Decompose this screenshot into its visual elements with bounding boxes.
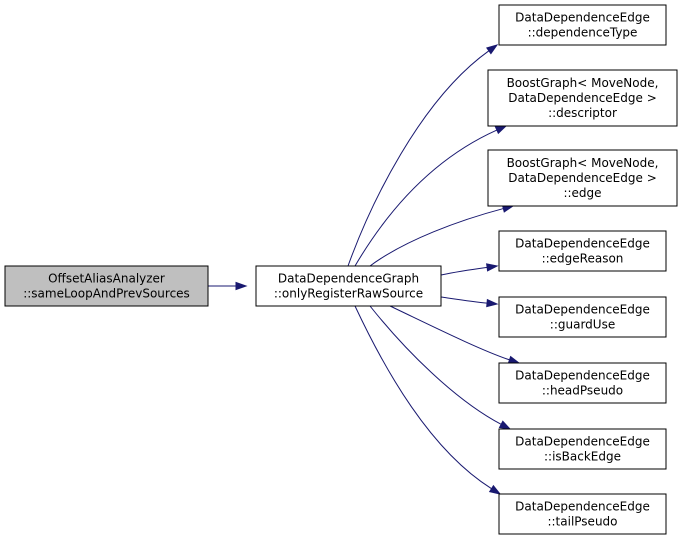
node-label-line: DataDependenceEdge [515,237,650,251]
node-label-line: ::isBackEdge [544,450,621,464]
edge-line [347,50,490,267]
node-edgeReason[interactable]: DataDependenceEdge::edgeReason [498,230,667,272]
node-graph[interactable]: DataDependenceGraph::onlyRegisterRawSour… [255,265,442,307]
node-headPseudo[interactable]: DataDependenceEdge::headPseudo [498,362,667,404]
node-label-line: DataDependenceEdge [515,11,650,25]
node-box[interactable] [498,4,667,46]
node-label-line: DataDependenceEdge [515,369,650,383]
arrowhead-icon [488,484,502,495]
node-label-line: OffsetAliasAnalyzer [48,272,165,286]
arrowhead-icon [486,44,499,55]
node-box[interactable] [498,296,667,338]
node-label-line: BoostGraph< MoveNode, [507,76,659,90]
node-label-line: DataDependenceEdge [515,435,650,449]
node-label-line: ::onlyRegisterRawSource [274,287,423,301]
edge-line [440,296,488,304]
node-guardUse[interactable]: DataDependenceEdge::guardUse [498,296,667,338]
node-label-line: ::descriptor [548,106,617,120]
node-descriptor[interactable]: BoostGraph< MoveNode,DataDependenceEdge … [487,69,678,127]
arrowhead-icon [494,125,508,135]
edge-graph-to-edgeReason [440,263,499,276]
node-caller[interactable]: OffsetAliasAnalyzer::sameLoopAndPrevSour… [4,265,209,307]
edge-graph-to-dependenceType [347,44,499,267]
node-isBackEdge[interactable]: DataDependenceEdge::isBackEdge [498,428,667,470]
node-box[interactable] [498,428,667,470]
node-label-line: ::edge [563,186,601,200]
arrowhead-icon [498,420,512,430]
node-box[interactable] [4,265,209,307]
arrowhead-icon [486,263,499,272]
edge-line [369,208,504,267]
edge-caller-to-graph [207,281,248,291]
arrowhead-icon [235,281,248,291]
nodes-layer: OffsetAliasAnalyzer::sameLoopAndPrevSour… [4,4,678,535]
arrowhead-icon [507,355,521,364]
node-box[interactable] [255,265,442,307]
arrowhead-icon [486,298,499,308]
edge-graph-to-tailPseudo [354,305,502,495]
node-box[interactable] [487,149,678,207]
node-tailPseudo[interactable]: DataDependenceEdge::tailPseudo [498,493,667,535]
node-label-line: ::edgeReason [542,252,624,266]
node-box[interactable] [498,493,667,535]
edge-graph-to-isBackEdge [369,305,512,430]
node-label-line: DataDependenceEdge > [508,171,657,185]
node-box[interactable] [498,362,667,404]
edge-graph-to-edge [369,204,515,267]
node-label-line: DataDependenceEdge > [508,91,657,105]
edge-line [369,305,502,425]
node-label-line: DataDependenceGraph [278,272,419,286]
node-label-line: ::guardUse [550,318,615,332]
edge-graph-to-guardUse [440,296,499,308]
node-label-line: ::dependenceType [528,26,638,40]
node-label-line: BoostGraph< MoveNode, [507,156,659,170]
node-edge[interactable]: BoostGraph< MoveNode,DataDependenceEdge … [487,149,678,207]
node-label-line: ::sameLoopAndPrevSources [23,287,190,301]
edge-line [354,305,492,490]
node-label-line: DataDependenceEdge [515,500,650,514]
node-dependenceType[interactable]: DataDependenceEdge::dependenceType [498,4,667,46]
node-label-line: ::headPseudo [542,384,623,398]
node-label-line: DataDependenceEdge [515,303,650,317]
node-box[interactable] [487,69,678,127]
edge-line [440,266,488,276]
node-box[interactable] [498,230,667,272]
edge-line [354,129,498,267]
edge-line [389,305,510,361]
node-label-line: ::tailPseudo [547,515,617,529]
